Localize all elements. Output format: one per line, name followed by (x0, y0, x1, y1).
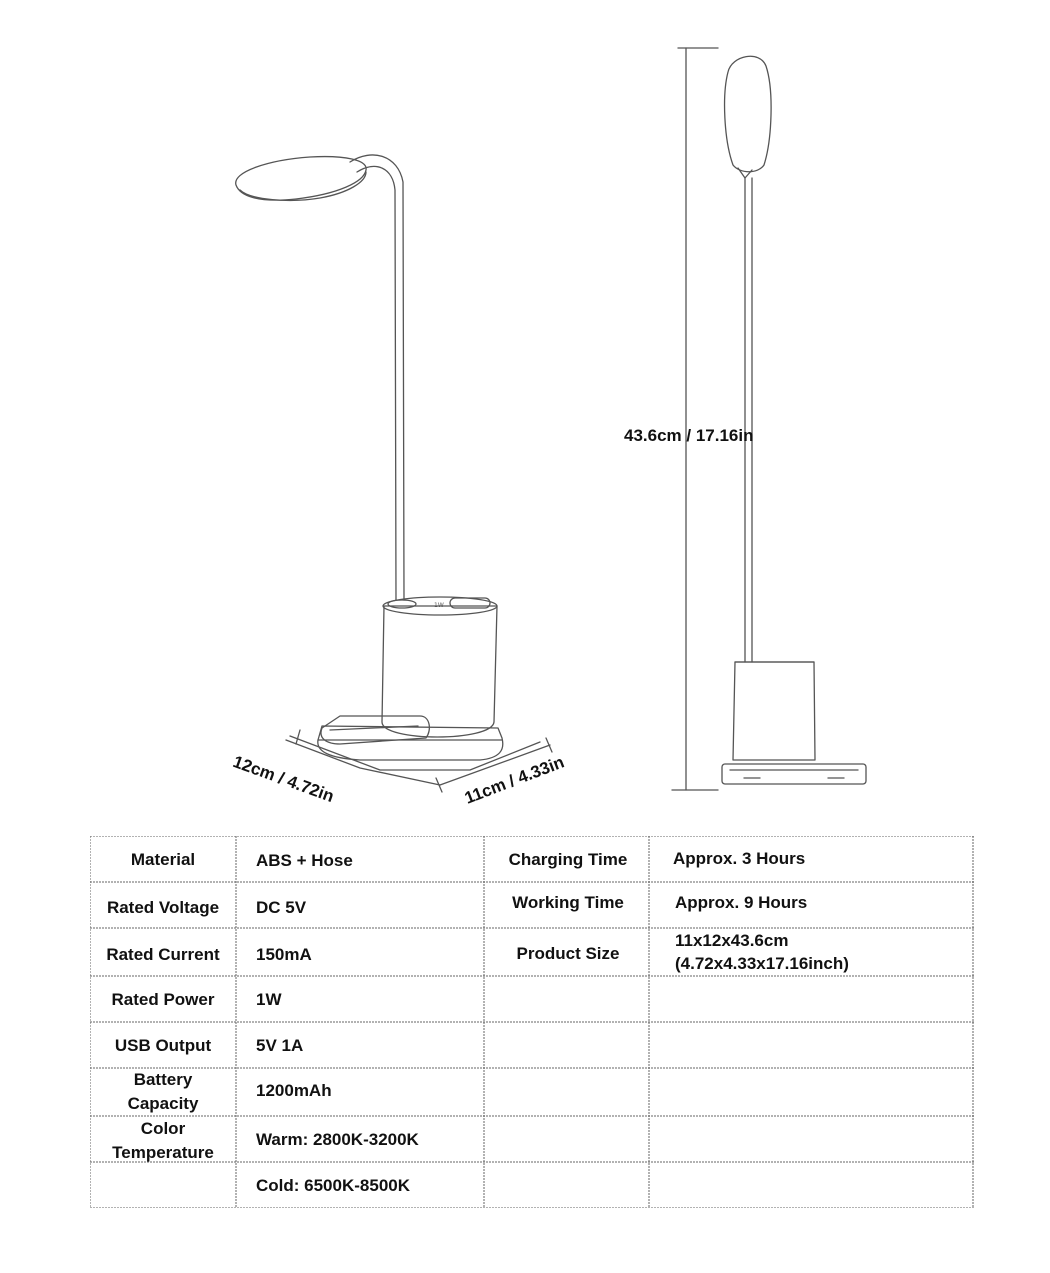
spec-value-battery-capacity: 1200mAh (256, 1081, 332, 1100)
spec-value-product-size-line2: (4.72x4.33x17.16inch) (675, 954, 849, 973)
spec-value-usb-output: 5V 1A (256, 1036, 304, 1055)
depth-dimension-line (439, 744, 551, 786)
svg-text:1W: 1W (434, 602, 444, 609)
spec-value-product-size-line1: 11x12x43.6cm (675, 931, 789, 950)
spec-value-material: ABS + Hose (256, 851, 353, 870)
spec-value-charging-time: Approx. 3 Hours (673, 849, 806, 868)
upright-lamp-head (723, 55, 772, 173)
spec-value-cold-temperature: Cold: 6500K-8500K (256, 1176, 411, 1195)
spec-label-color-line2: Temperature (112, 1143, 214, 1162)
spec-value-warm-temperature: Warm: 2800K-3200K (256, 1130, 419, 1149)
pen-holder (381, 605, 498, 738)
spec-label-color-line1: Color (140, 1119, 186, 1138)
spec-label-material: Material (130, 850, 196, 869)
angled-lamp-drawing: 1W (235, 154, 553, 793)
gooseneck (349, 154, 405, 601)
spec-table-grid (90, 836, 974, 1208)
spec-label-rated-current: Rated Current (106, 945, 220, 964)
spec-label-rated-power: Rated Power (111, 990, 215, 1009)
lamp-base (317, 725, 504, 761)
spec-value-rated-current: 150mA (256, 945, 312, 964)
spec-value-rated-voltage: DC 5V (256, 898, 307, 917)
lamp-line-drawing: 1W (235, 47, 867, 793)
width-dimension-line (285, 739, 441, 786)
spec-value-working-time: Approx. 9 Hours (675, 893, 808, 912)
upright-lamp-drawing (671, 47, 867, 791)
spec-label-working-time: Working Time (512, 893, 624, 912)
height-dimension-label: 43.6cm / 17.16in (624, 426, 754, 445)
spec-table: Material Rated Voltage Rated Current Rat… (90, 836, 974, 1208)
spec-label-charging-time: Charging Time (508, 850, 628, 869)
spec-label-battery-line1: Battery (133, 1070, 193, 1089)
spec-label-rated-voltage: Rated Voltage (106, 898, 220, 917)
spec-value-rated-power: 1W (256, 990, 282, 1009)
spec-label-battery-line2: Capacity (127, 1094, 199, 1113)
spec-label-product-size: Product Size (516, 944, 620, 963)
lamp-head (235, 155, 367, 201)
spec-label-usb-output: USB Output (114, 1036, 212, 1055)
